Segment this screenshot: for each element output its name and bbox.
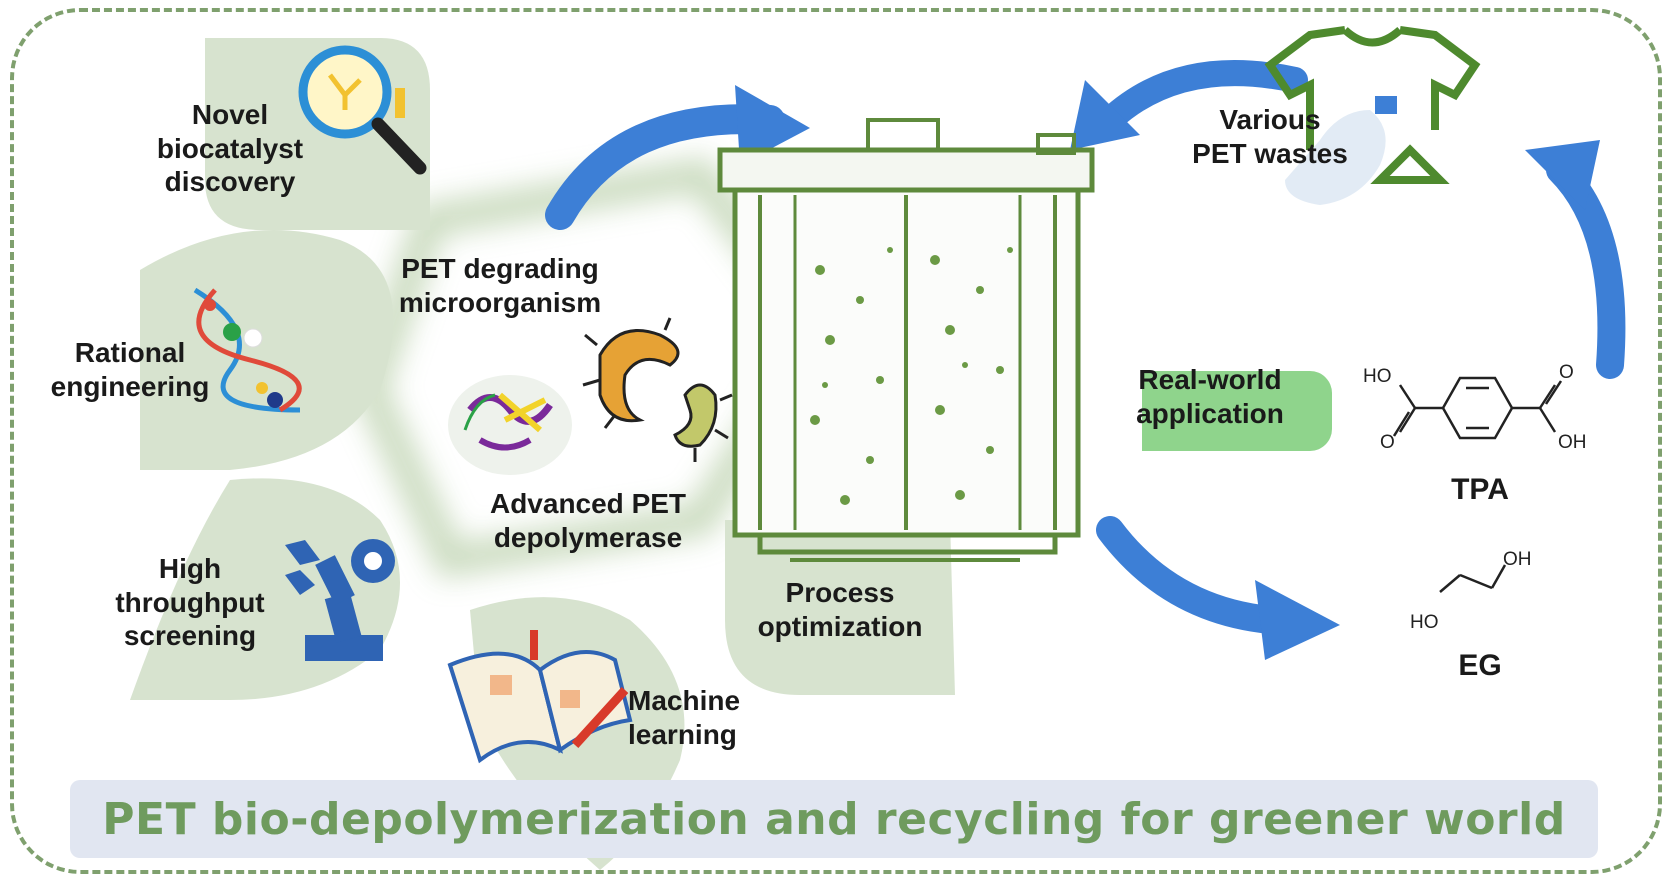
tshirt-recycle-icon	[1264, 26, 1481, 184]
title-banner: PET bio-depolymerization and recycling f…	[70, 780, 1598, 858]
robot-arm-icon	[285, 539, 395, 661]
tpa-ho-label: HO	[1363, 366, 1392, 387]
arrowhead-to-waste	[1525, 140, 1600, 210]
arrowhead-to-reactor	[735, 85, 810, 165]
arrow-to-eg	[1096, 516, 1284, 634]
book-icon	[447, 630, 633, 764]
tpa-structure	[1392, 376, 1563, 440]
arrow-from-waste	[1097, 60, 1308, 133]
magnifier-icon	[298, 45, 427, 175]
dashed-frame	[10, 8, 1662, 874]
dna-icon	[193, 287, 302, 413]
label-biocatalyst-discovery: Novel biocatalyst discovery	[156, 99, 304, 198]
label-rational-engineering: Rational engineering	[50, 337, 210, 402]
bottle-icon	[1285, 96, 1397, 205]
leaf-rational	[140, 230, 394, 470]
label-real-world: Real-world application	[1136, 364, 1284, 429]
arrowhead-from-waste	[1070, 80, 1140, 150]
arrowhead-to-eg	[1255, 580, 1340, 660]
label-process-optimization: Process optimization	[757, 577, 923, 642]
label-machine-learning: Machine learning	[628, 685, 741, 750]
reactor-particles	[810, 247, 1013, 505]
label-eg: EG	[1458, 649, 1502, 682]
leaf-process	[725, 520, 955, 695]
eg-structure	[1439, 564, 1507, 593]
real-world-box	[1142, 371, 1332, 451]
label-pet-wastes: Various PET wastes	[1192, 104, 1348, 169]
bacteria-icon	[582, 317, 733, 462]
label-tpa: TPA	[1451, 473, 1509, 506]
eg-ho-label: HO	[1410, 612, 1439, 633]
tpa-oh-label: OH	[1558, 432, 1587, 453]
tpa-o-right: O	[1559, 362, 1574, 383]
label-pet-microorganism: PET degrading microorganism	[398, 253, 602, 318]
label-advanced-depolymerase: Advanced PET depolymerase	[489, 488, 687, 553]
reactor-icon	[717, 118, 1095, 562]
protein-icon	[448, 375, 572, 475]
tpa-o-left: O	[1380, 432, 1395, 453]
label-high-throughput: High throughput screening	[115, 553, 265, 652]
banner-title: PET bio-depolymerization and recycling f…	[102, 793, 1566, 845]
arrow-to-reactor	[545, 104, 785, 230]
eg-oh-label: OH	[1503, 549, 1532, 570]
